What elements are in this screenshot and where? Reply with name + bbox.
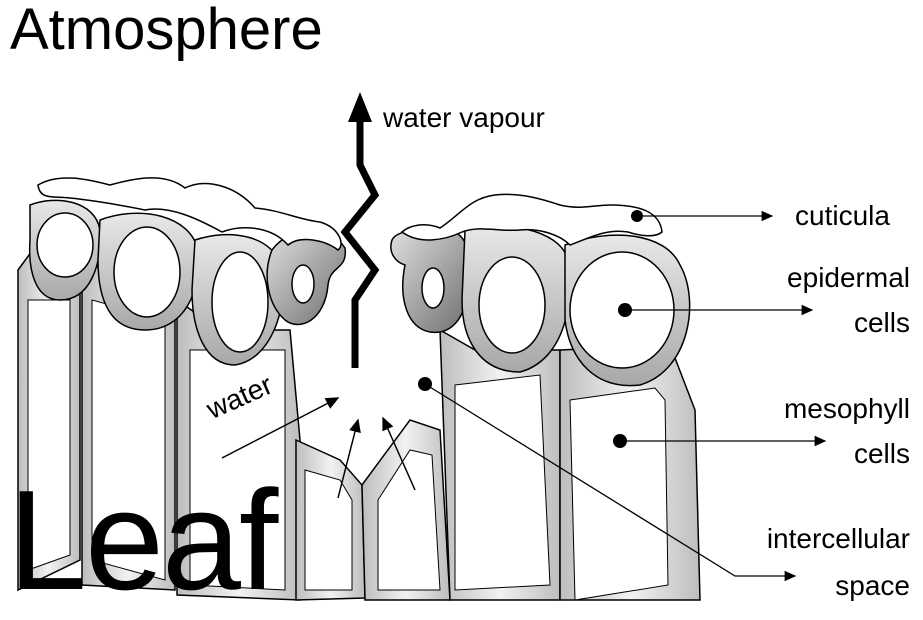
epidermal-label-line2: cells: [854, 309, 910, 337]
cuticula-label: cuticula: [795, 202, 890, 230]
mesophyll-label-line2: cells: [854, 440, 910, 468]
epidermal-label-line1: epidermal: [787, 264, 910, 292]
intercellular-label-line2: space: [835, 572, 910, 600]
mesophyll-label-line1: mesophyll: [784, 395, 910, 423]
lower-mesophyll-cells: [296, 420, 450, 600]
intercellular-label-line1: intercellular: [767, 525, 910, 553]
water-vapour-label: water vapour: [383, 104, 545, 132]
leaf-label: Leaf: [8, 470, 276, 612]
right-guard-cell: [391, 230, 470, 333]
water-vapour-arrow-shaft: [345, 118, 375, 368]
water-vapour-arrow-head: [348, 92, 372, 122]
atmosphere-title: Atmosphere: [10, 0, 323, 63]
